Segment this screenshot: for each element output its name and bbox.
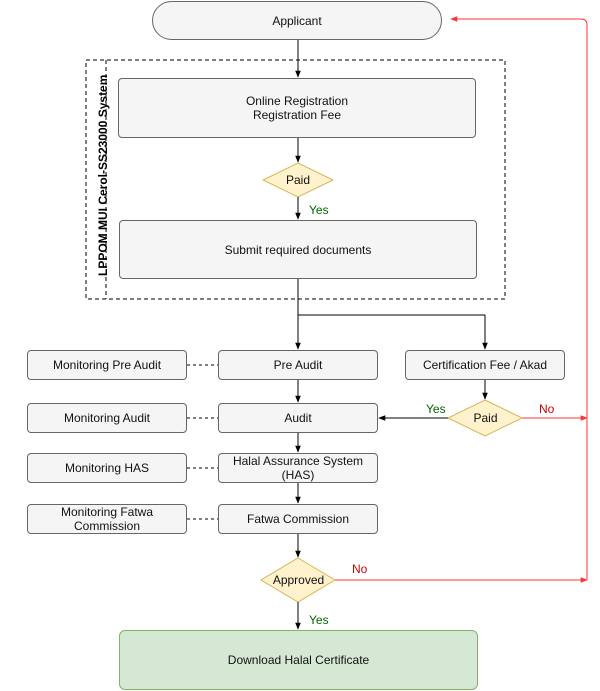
online-registration-node: Online Registration Registration Fee xyxy=(118,78,476,138)
no-label-fee-paid: No xyxy=(539,402,555,416)
certification-fee-node: Certification Fee / Akad xyxy=(405,350,565,380)
monitoring-fatwa-node: Monitoring Fatwa Commission xyxy=(27,504,187,534)
pre-audit-node: Pre Audit xyxy=(218,350,378,380)
edge-loop-to-applicant xyxy=(450,16,588,580)
monitoring-has-node: Monitoring HAS xyxy=(27,453,187,483)
monitoring-audit-node: Monitoring Audit xyxy=(27,403,187,433)
submit-documents-node: Submit required documents xyxy=(119,220,477,279)
approved-decision-label: Approved xyxy=(272,573,325,587)
paid-fee-decision-diamond xyxy=(446,399,524,437)
fatwa-commission-node: Fatwa Commission xyxy=(218,504,378,534)
monitoring-pre-audit-node: Monitoring Pre Audit xyxy=(27,350,187,380)
audit-node: Audit xyxy=(218,403,378,433)
download-certificate-node: Download Halal Certificate xyxy=(119,630,478,690)
has-node: Halal Assurance System (HAS) xyxy=(218,453,378,483)
paid-fee-decision-label: Paid xyxy=(473,411,498,425)
yes-label-fee-paid: Yes xyxy=(426,402,446,416)
applicant-node: Applicant xyxy=(152,1,442,40)
no-label-approved: No xyxy=(352,562,368,576)
yes-label-paid: Yes xyxy=(309,203,329,217)
system-title-text: LPPOM MUI Cerol-SS23000 System xyxy=(96,74,110,276)
yes-label-approved: Yes xyxy=(309,613,329,627)
paid-decision-label: Paid xyxy=(285,173,311,187)
